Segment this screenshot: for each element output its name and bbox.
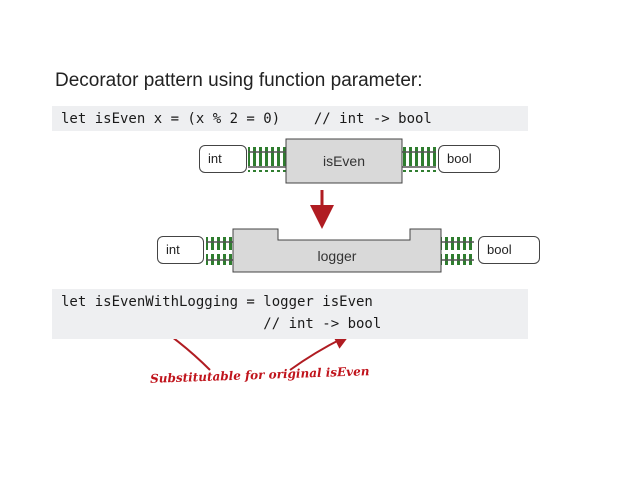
track-left-2: [206, 237, 233, 265]
code-line-1: let isEvenWithLogging = logger isEven: [61, 294, 373, 310]
output-label-2: bool: [478, 236, 540, 264]
annotation-arrow-right: [289, 334, 351, 371]
input-label-1: int: [199, 145, 247, 173]
input-label-2: int: [157, 236, 204, 264]
track-right-2: [441, 237, 474, 265]
track-right-1: [402, 147, 436, 172]
output-label-1: bool: [438, 145, 500, 173]
logger-function-box: [232, 228, 442, 273]
code-block-iseven: let isEven x = (x % 2 = 0) // int -> boo…: [52, 106, 528, 131]
function-label-2: logger: [317, 248, 357, 264]
code-block-logging: let isEvenWithLogging = logger isEven //…: [52, 289, 528, 339]
function-label-1: isEven: [322, 153, 366, 169]
slide-title: Decorator pattern using function paramet…: [55, 70, 423, 91]
track-left-1: [248, 147, 286, 172]
code-line-2: // int -> bool: [61, 316, 382, 332]
iseven-function-box: [285, 138, 403, 184]
